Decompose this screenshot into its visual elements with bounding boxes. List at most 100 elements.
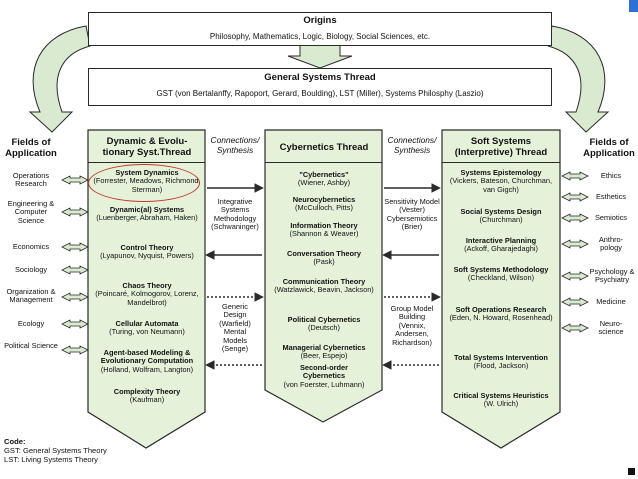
dynamic-item-detail: (Kaufman) [129, 395, 165, 405]
cybernetics-item: Political Cybernetics (Deutsch) [268, 315, 380, 333]
cybernetics-item-detail: (von Foerster, Luhmann) [283, 379, 365, 389]
cybernetics-item-name: "Cybernetics" [299, 170, 349, 179]
left-field-item: Political Science [4, 341, 58, 350]
cybernetics-item: Communication Theory (Watzlawick, Beavin… [266, 277, 382, 295]
cybernetics-item: Information Theory (Shannon & Weaver) [268, 221, 380, 239]
cybernetics-item: Conversation Theory (Pask) [268, 249, 380, 267]
dynamic-item-detail: (Luenberger, Abraham, Haken) [96, 213, 198, 223]
dynamic-item: Cellular Automata (Turing, von Neumann) [92, 319, 202, 337]
right-fields-heading: Fields of Application [583, 137, 635, 159]
dynamic-item-detail: (Holland, Wolfram, Langton) [100, 364, 194, 374]
connections-left-bottom: Generic Design (Warfield) Mental Models … [219, 302, 251, 354]
dynamic-item: Dynamic(al) Systems (Luenberger, Abraham… [92, 205, 202, 223]
dynamic-item: Complexity Theory (Kaufman) [92, 387, 202, 405]
connections-right-top: Sensitivity Model (Vester) Cybersemiotic… [384, 197, 440, 232]
right-field-item: Neuro-science [598, 319, 624, 337]
cybernetics-item: Second-order Cybernetics (von Foerster, … [278, 363, 370, 389]
right-field-item: Psychology & Psychiatry [589, 267, 635, 285]
gst-title: General Systems Thread [264, 72, 376, 83]
soft-item-name: Soft Systems Methodology [453, 265, 549, 274]
cybernetics-item-detail: (Wiener, Ashby) [297, 178, 351, 188]
cybernetics-item: "Cybernetics" (Wiener, Ashby) [268, 170, 380, 188]
right-field-item: Medicine [596, 297, 626, 306]
soft-item-name: Total Systems Intervention [454, 353, 548, 362]
origins-title: Origins [303, 15, 337, 26]
cybernetics-item-name: Neurocybernetics [292, 195, 356, 204]
dynamic-item-name: Agent-based Modeling & Evolutionary Comp… [100, 348, 194, 366]
gst-text: GST (von Bertalanffy, Rapoport, Gerard, … [156, 89, 484, 98]
soft-item-name: Interactive Planning [465, 236, 537, 245]
code-line: GST: General Systems Theory [4, 446, 107, 455]
left-field-item: Sociology [14, 265, 48, 274]
gst-box: General Systems Thread GST (von Bertalan… [88, 68, 552, 106]
soft-item-name: Social Systems Design [460, 207, 542, 216]
cybernetics-item-name: Communication Theory [282, 277, 366, 286]
cybernetics-item: Managerial Cybernetics (Beer, Espejo) [266, 343, 382, 361]
soft-title-rule [442, 162, 560, 163]
soft-item: Interactive Planning (Ackoff, Gharajedag… [446, 236, 556, 254]
connections-left-title: Connections/ Synthesis [210, 135, 260, 155]
cybernetics-title-rule [265, 162, 382, 163]
left-field-item: Organization & Management [6, 287, 56, 305]
corner-black-mark [628, 468, 635, 475]
soft-column-shape [441, 129, 561, 449]
cybernetics-item-name: Conversation Theory [287, 249, 361, 258]
left-fields-heading: Fields of Application [5, 137, 57, 159]
soft-item-name: Systems Epistemology [460, 168, 542, 177]
cybernetics-item-detail: (Beer, Espejo) [300, 351, 348, 361]
connections-left-top: Integrative Systems Methodology (Schwani… [211, 197, 259, 232]
dynamic-item-name: Control Theory [120, 243, 174, 252]
soft-item-detail: (Flood, Jackson) [473, 361, 529, 371]
cybernetics-column-shape [264, 129, 383, 423]
soft-item-detail: (Vickers, Bateson, Churchman, van Gigch) [449, 176, 553, 194]
soft-item: Soft Systems Methodology (Checkland, Wil… [446, 265, 556, 283]
soft-item-name: Soft Operations Research [455, 305, 547, 314]
soft-item: Systems Epistemology (Vickers, Bateson, … [446, 168, 556, 194]
dynamic-item-detail: (Lyapunov, Nyquist, Powers) [100, 251, 194, 261]
connections-right-bottom: Group Model Building (Vennix, Andersen, … [390, 304, 434, 347]
code-legend: Code: GST: General Systems Theory LST: L… [4, 437, 204, 464]
soft-item: Soft Operations Research (Eden, N. Howar… [446, 305, 556, 323]
system-dynamics-highlight-circle [88, 164, 200, 202]
dynamic-column-shape [87, 129, 206, 449]
right-field-item: Ethics [600, 171, 622, 180]
soft-item-detail: (Eden, N. Howard, Rosenhead) [449, 313, 553, 323]
soft-item-detail: (Ackoff, Gharajedaghi) [464, 244, 538, 254]
dynamic-item: Control Theory (Lyapunov, Nyquist, Power… [92, 243, 202, 261]
cybernetics-item-detail: (Watzlawick, Beavin, Jackson) [274, 285, 374, 295]
cybernetics-item-name: Information Theory [290, 221, 358, 230]
soft-item: Social Systems Design (Churchman) [446, 207, 556, 225]
soft-item-name: Critical Systems Heuristics [453, 391, 549, 400]
dynamic-title-rule [88, 162, 205, 163]
left-field-arrows [61, 175, 89, 355]
cybernetics-column-title: Cybernetics Thread [279, 142, 369, 153]
code-line: LST: Living Systems Theory [4, 455, 98, 464]
origins-box: Origins Philosophy, Mathematics, Logic, … [88, 12, 552, 46]
dynamic-item-detail: (Turing, von Neumann) [109, 327, 185, 337]
dynamic-item: Chaos Theory (Poincaré, Kolmogorov, Lore… [92, 281, 202, 307]
dynamic-item-name: Dynamic(al) Systems [109, 205, 185, 214]
cybernetics-item-detail: (Pask) [313, 257, 335, 267]
dynamic-column-title: Dynamic & Evolu-tionary Syst.Thread [102, 136, 192, 158]
soft-item-detail: (Churchman) [479, 215, 523, 225]
cybernetics-item-detail: (Deutsch) [307, 323, 341, 333]
dynamic-item-name: Cellular Automata [115, 319, 179, 328]
code-heading: Code: [4, 437, 26, 446]
soft-item-detail: (Checkland, Wilson) [467, 273, 535, 283]
cybernetics-item-detail: (Shannon & Weaver) [289, 229, 359, 239]
cybernetics-item-detail: (McCulloch, Pitts) [295, 203, 353, 213]
cybernetics-item-name: Second-order Cybernetics [299, 363, 349, 381]
origins-down-arrow [287, 43, 353, 69]
dynamic-item: Agent-based Modeling & Evolutionary Comp… [88, 348, 206, 374]
right-field-item: Semiotics [594, 213, 628, 222]
origins-text: Philosophy, Mathematics, Logic, Biology,… [209, 32, 431, 41]
dynamic-item-name: Chaos Theory [122, 281, 172, 290]
soft-column-title: Soft Systems (Interpretive) Thread [454, 136, 548, 158]
soft-item-detail: (W. Ulrich) [483, 399, 519, 409]
cybernetics-item-name: Managerial Cybernetics [282, 343, 366, 352]
right-field-item: Esthetics [596, 192, 626, 201]
origins-left-curve-arrow [28, 25, 91, 133]
right-field-item: Anthro-pology [598, 235, 624, 253]
soft-item: Critical Systems Heuristics (W. Ulrich) [452, 391, 550, 409]
